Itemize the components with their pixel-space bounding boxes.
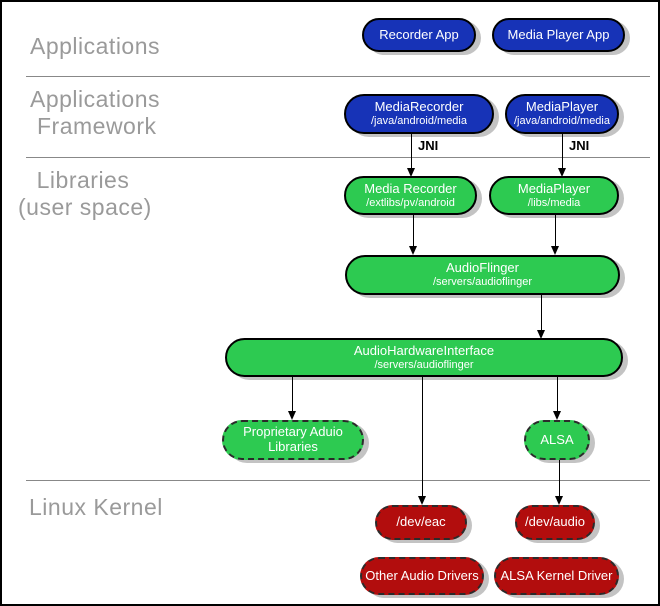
node-title: ALSA Kernel Driver (500, 567, 613, 583)
node-mediaplayer-framework: MediaPlayer /java/android/media (505, 94, 619, 134)
node-title: Media Player App (507, 26, 610, 42)
node-title: Libraries (268, 439, 318, 454)
connector-alsa-to-dev-audio (559, 460, 560, 496)
node-mediaplayer-lib: MediaPlayer /libs/media (489, 176, 619, 215)
connector-player-to-audioflinger (555, 215, 556, 246)
node-title: MediaPlayer (517, 180, 591, 196)
arrowhead-down-icon (555, 496, 563, 505)
connector-hwinterface-to-dev-eac (422, 377, 423, 496)
node-subtitle: /java/android/media (513, 115, 610, 128)
node-title: Other Audio Drivers (365, 567, 479, 583)
node-dev-eac: /dev/eac (375, 505, 467, 540)
layer-label-text: Applications (30, 33, 161, 59)
layer-label-text: Libraries (36, 167, 130, 193)
layer-separator (26, 76, 650, 77)
node-media-player-app: Media Player App (492, 18, 625, 52)
node-recorder-app: Recorder App (362, 18, 476, 52)
node-title: Recorder App (379, 26, 459, 42)
node-audio-hardware-interface: AudioHardwareInterface /servers/audiofli… (225, 338, 623, 377)
arrowhead-down-icon (537, 330, 545, 339)
arrowhead-down-icon (407, 168, 415, 177)
layer-label-text: Applications (30, 86, 161, 112)
node-title: MediaPlayer (525, 99, 599, 115)
node-title: /dev/eac (396, 514, 446, 530)
node-subtitle: /extlibs/pv/android (366, 196, 455, 209)
connector-audioflinger-to-hwinterface (541, 295, 542, 330)
connector-hwinterface-to-alsa (557, 377, 558, 411)
node-dev-audio: /dev/audio (515, 505, 595, 540)
node-title: /dev/audio (525, 514, 585, 530)
node-title: AudioHardwareInterface (353, 342, 495, 358)
node-mediarecorder-framework: MediaRecorder /java/android/media (344, 94, 494, 134)
layer-label-libraries: Libraries (user space) (18, 167, 152, 221)
connector-recorder-to-audioflinger (413, 215, 414, 246)
connector-mediarecorder-jni (411, 134, 412, 169)
layer-label-applications-framework: Applications Framework (30, 86, 160, 140)
node-title: AudioFlinger (446, 260, 519, 276)
node-audioflinger: AudioFlinger /servers/audioflinger (345, 255, 620, 295)
layer-separator (26, 157, 650, 158)
node-subtitle: /servers/audioflinger (432, 276, 533, 289)
node-subtitle: /servers/audioflinger (374, 358, 474, 371)
node-alsa-kernel-driver: ALSA Kernel Driver (494, 557, 619, 595)
layer-label-applications: Applications (30, 33, 160, 60)
jni-label-left: JNI (418, 138, 439, 153)
layer-label-text: Framework (37, 113, 157, 139)
arrowhead-down-icon (409, 246, 417, 255)
node-other-audio-drivers: Other Audio Drivers (360, 557, 484, 595)
jni-label-right: JNI (569, 138, 590, 153)
arrowhead-down-icon (553, 411, 561, 420)
layer-label-text: (user space) (18, 194, 152, 220)
arrowhead-down-icon (551, 246, 559, 255)
layer-separator (26, 480, 650, 481)
node-media-recorder-lib: Media Recorder /extlibs/pv/android (344, 176, 477, 215)
layer-label-linux-kernel: Linux Kernel (29, 494, 163, 521)
connector-hwinterface-to-proprietary (292, 377, 293, 411)
arrowhead-down-icon (288, 411, 296, 420)
layer-label-text: Linux Kernel (29, 494, 163, 520)
node-title: ALSA (540, 431, 574, 447)
node-proprietary-audio-libraries: Proprietary Aduio Libraries (222, 420, 364, 460)
connector-mediaplayer-jni (562, 134, 563, 169)
arrowhead-down-icon (418, 496, 426, 505)
node-subtitle: /java/android/media (370, 115, 467, 128)
node-alsa: ALSA (524, 420, 590, 460)
node-title: Proprietary Aduio (243, 424, 343, 440)
node-title: Media Recorder (364, 180, 457, 196)
node-subtitle: /libs/media (527, 196, 581, 209)
arrowhead-down-icon (558, 168, 566, 177)
node-title: MediaRecorder (374, 99, 464, 115)
